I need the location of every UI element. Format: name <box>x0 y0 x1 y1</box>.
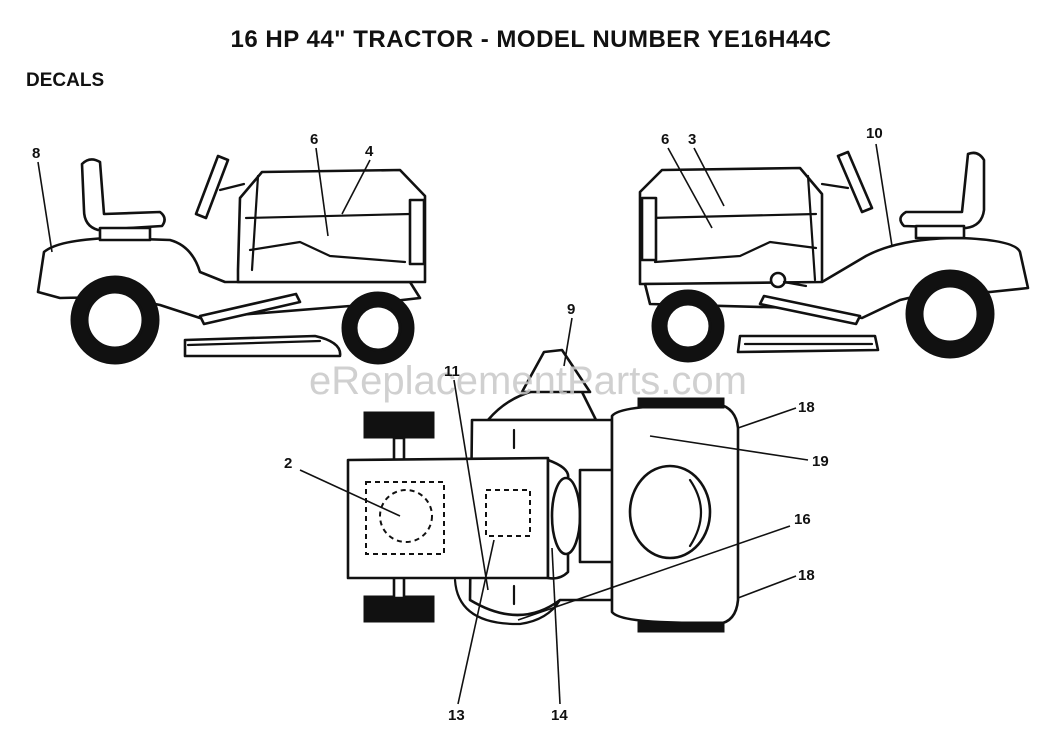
callout-6-left: 6 <box>310 131 318 148</box>
callout-3: 3 <box>688 131 696 148</box>
hood-top-view <box>346 456 550 580</box>
steering-wheel-top-view <box>520 348 592 394</box>
tractor-top-view <box>346 348 740 633</box>
seat-left <box>80 158 166 232</box>
front-wheel-bottom <box>363 595 435 623</box>
tractor-right-side-view <box>638 150 1030 363</box>
callout-18-top: 18 <box>798 399 815 416</box>
tractor-left-side-view <box>36 154 427 365</box>
rear-wheel-top <box>637 397 725 409</box>
callout-18-bottom: 18 <box>798 567 815 584</box>
callout-10: 10 <box>866 125 883 142</box>
page-title: 16 HP 44" TRACTOR - MODEL NUMBER YE16H44… <box>230 26 832 53</box>
watermark: eReplacementParts.com <box>309 359 747 403</box>
callout-14: 14 <box>551 707 568 724</box>
leader-lines <box>37 143 893 705</box>
callout-19: 19 <box>812 453 829 470</box>
callout-2: 2 <box>284 455 292 472</box>
steering-wheel-right <box>836 150 874 214</box>
callouts: 8 6 4 6 3 10 9 11 18 2 19 16 18 13 14 <box>32 125 883 724</box>
callout-16: 16 <box>794 511 811 528</box>
decal-outline-dash <box>485 489 531 537</box>
callout-9: 9 <box>567 301 575 318</box>
callout-6-right: 6 <box>661 131 669 148</box>
decal-outline-hood <box>365 481 445 555</box>
callout-13: 13 <box>448 707 465 724</box>
steering-wheel-left <box>194 154 230 220</box>
callout-11: 11 <box>444 363 460 380</box>
seat-cushion-top-view <box>628 464 712 560</box>
callout-8: 8 <box>32 145 40 162</box>
callout-4: 4 <box>365 143 374 160</box>
rear-wheel-bottom <box>637 621 725 633</box>
seat-right <box>899 151 986 230</box>
hood-right <box>638 166 824 286</box>
mower-deck-left <box>183 334 342 358</box>
section-label: DECALS <box>26 70 105 91</box>
hood-left <box>236 168 427 284</box>
front-wheel-top <box>363 411 435 439</box>
